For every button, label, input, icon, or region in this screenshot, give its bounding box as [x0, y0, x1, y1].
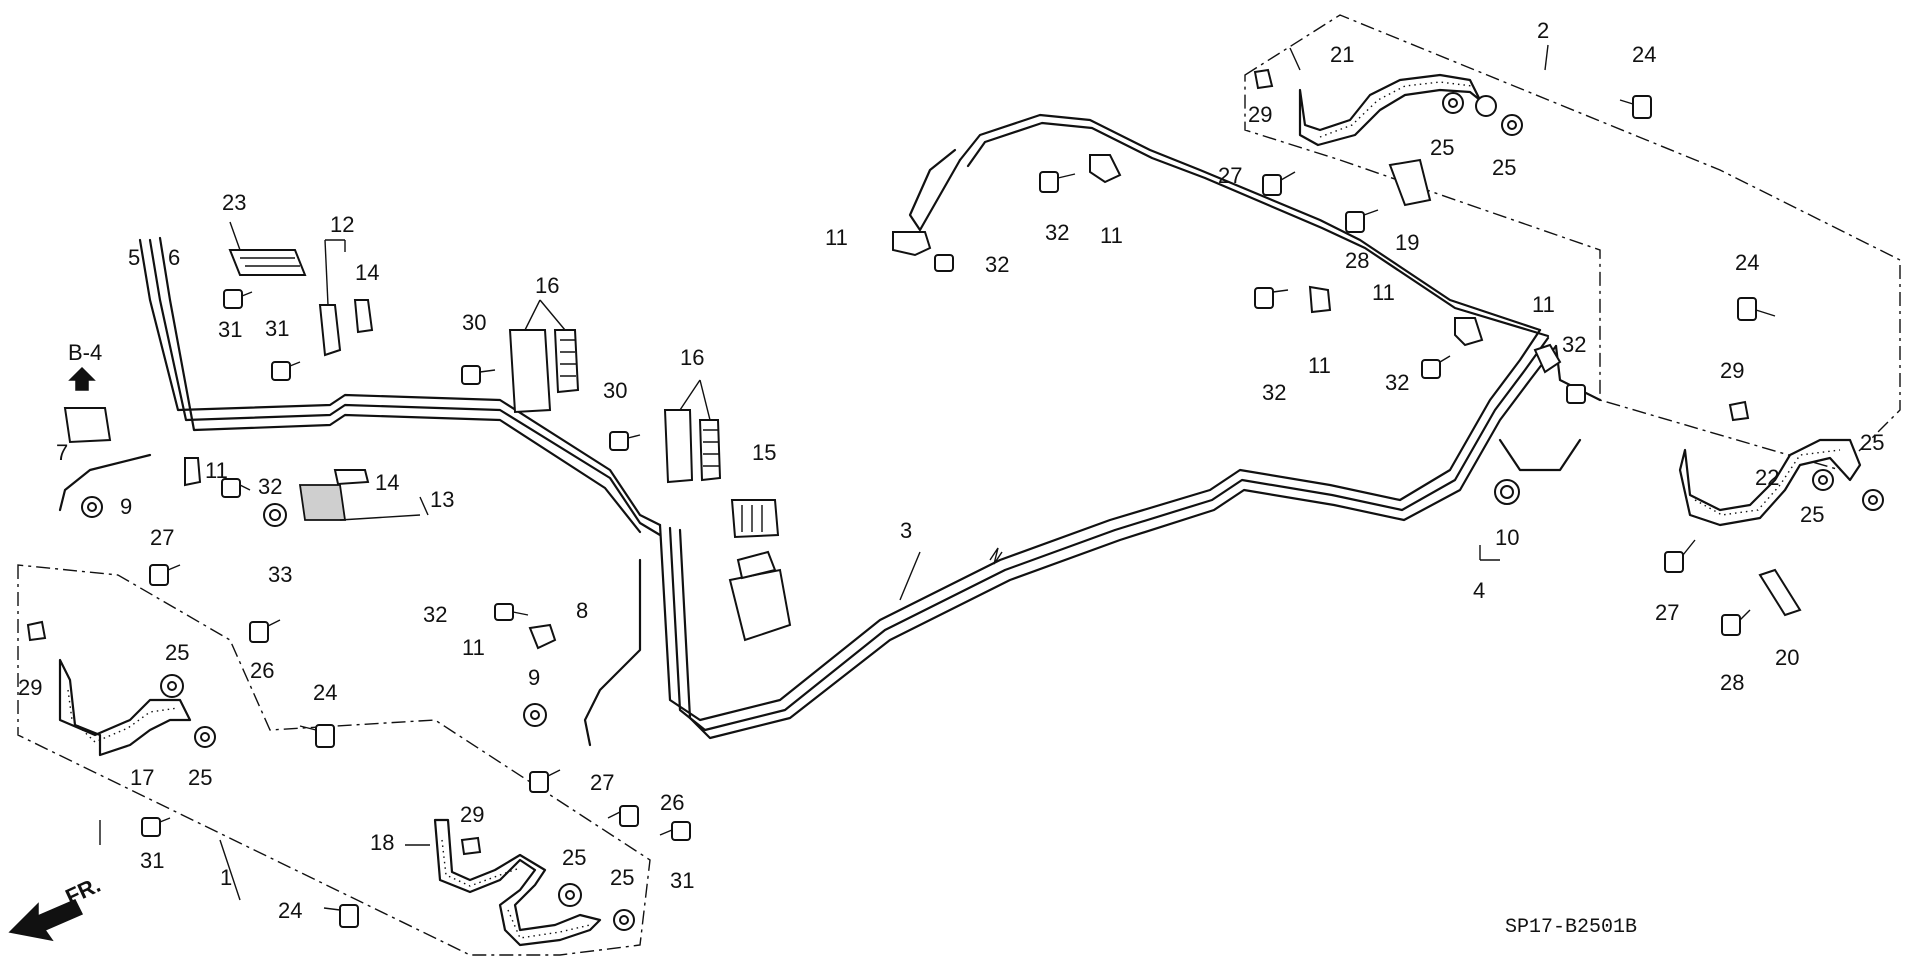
part-label-32c: 32: [1262, 380, 1286, 405]
pipe-7: [58, 453, 152, 512]
part-label-29b: 29: [1720, 358, 1744, 383]
part-label-29a: 29: [1248, 102, 1272, 127]
part-label-9a: 9: [120, 494, 132, 519]
part-label-12: 12: [330, 212, 354, 237]
part-label-28a: 28: [1345, 248, 1369, 273]
part-label-30b: 30: [603, 378, 627, 403]
part-label-28b: 28: [1720, 670, 1744, 695]
part-label-27c: 27: [150, 525, 174, 550]
part-label-14a: 14: [355, 260, 379, 285]
part-label-10: 10: [1495, 525, 1519, 550]
part-label-16a: 16: [535, 273, 559, 298]
part-label-32e: 32: [1562, 332, 1586, 357]
part-label-31b: 31: [265, 316, 289, 341]
part-label-8: 8: [576, 598, 588, 623]
part-label-32b: 32: [985, 252, 1009, 277]
part-label-30a: 30: [462, 310, 486, 335]
part-label-11f: 11: [205, 458, 228, 483]
part-label-31a: 31: [218, 317, 242, 342]
part-label-6: 6: [168, 245, 180, 270]
part-label-26b: 26: [660, 790, 684, 815]
part-label-32g: 32: [423, 602, 447, 627]
part-label-22: 22: [1755, 465, 1779, 490]
ref-label-b4: B-4: [68, 340, 102, 365]
part-label-1: 1: [220, 865, 232, 890]
hose-17: [58, 658, 192, 757]
part-label-9b: 9: [528, 665, 540, 690]
part-label-27d: 27: [590, 770, 614, 795]
part-label-24b: 24: [1735, 250, 1759, 275]
part-label-24d: 24: [278, 898, 302, 923]
part-label-20: 20: [1775, 645, 1799, 670]
diagram-code: SP17-B2501B: [1505, 916, 1637, 939]
part-label-21: 21: [1330, 42, 1354, 67]
part-label-26a: 26: [250, 658, 274, 683]
part-label-24c: 24: [313, 680, 337, 705]
front-direction-arrow: FR.: [8, 872, 104, 942]
part-label-32a: 32: [1045, 220, 1069, 245]
part-label-27a: 27: [1218, 163, 1242, 188]
part-label-25d: 25: [1860, 430, 1884, 455]
part-label-3: 3: [900, 518, 912, 543]
part-label-17: 17: [130, 765, 154, 790]
leader-lines: [99, 44, 1549, 901]
part-label-24a: 24: [1632, 42, 1656, 67]
hose-18: [433, 818, 602, 947]
pipe-8: [583, 558, 642, 747]
connector-group: [26, 68, 1802, 856]
part-label-29d: 29: [460, 802, 484, 827]
part-label-18: 18: [370, 830, 394, 855]
part-label-2: 2: [1537, 18, 1549, 43]
part-label-31d: 31: [670, 868, 694, 893]
part-label-29c: 29: [18, 675, 42, 700]
bolt-group: [81, 95, 1776, 928]
part-label-11b: 11: [1100, 223, 1123, 248]
part-label-23: 23: [222, 190, 246, 215]
part-label-4: 4: [1473, 578, 1485, 603]
part-label-19: 19: [1395, 230, 1419, 255]
hose-22: [1678, 438, 1862, 527]
part-label-25g: 25: [562, 845, 586, 870]
part-label-25e: 25: [165, 640, 189, 665]
part-label-5: 5: [128, 245, 140, 270]
part-label-11g: 11: [462, 635, 485, 660]
part-label-32d: 32: [1385, 370, 1409, 395]
main-brake-pipes: [138, 113, 1602, 740]
part-label-25c: 25: [1800, 502, 1824, 527]
part-label-14b: 14: [375, 470, 399, 495]
part-labels: 1 2 3 4 5 6 7 8 9 9 10 11 11 11 11 11 11…: [18, 18, 1884, 923]
part-label-25a: 25: [1430, 135, 1454, 160]
part-label-31c: 31: [140, 848, 164, 873]
part-label-15: 15: [752, 440, 776, 465]
washer-25-group: [160, 92, 1884, 931]
front-arrow-icon: [8, 899, 84, 942]
up-arrow-icon: [68, 366, 96, 391]
part-label-32f: 32: [258, 474, 282, 499]
part-label-7: 7: [56, 440, 68, 465]
part-label-25h: 25: [610, 865, 634, 890]
part-label-25f: 25: [188, 765, 212, 790]
part-label-27b: 27: [1655, 600, 1679, 625]
part-label-13: 13: [430, 487, 454, 512]
part-label-11a: 11: [825, 225, 848, 250]
part-label-33: 33: [268, 562, 292, 587]
part-label-25b: 25: [1492, 155, 1516, 180]
part-label-11d: 11: [1372, 280, 1395, 305]
part-label-11e: 11: [1532, 292, 1555, 317]
part-label-16b: 16: [680, 345, 704, 370]
part-label-11c: 11: [1308, 353, 1331, 378]
clip-11-group: [184, 154, 1562, 650]
